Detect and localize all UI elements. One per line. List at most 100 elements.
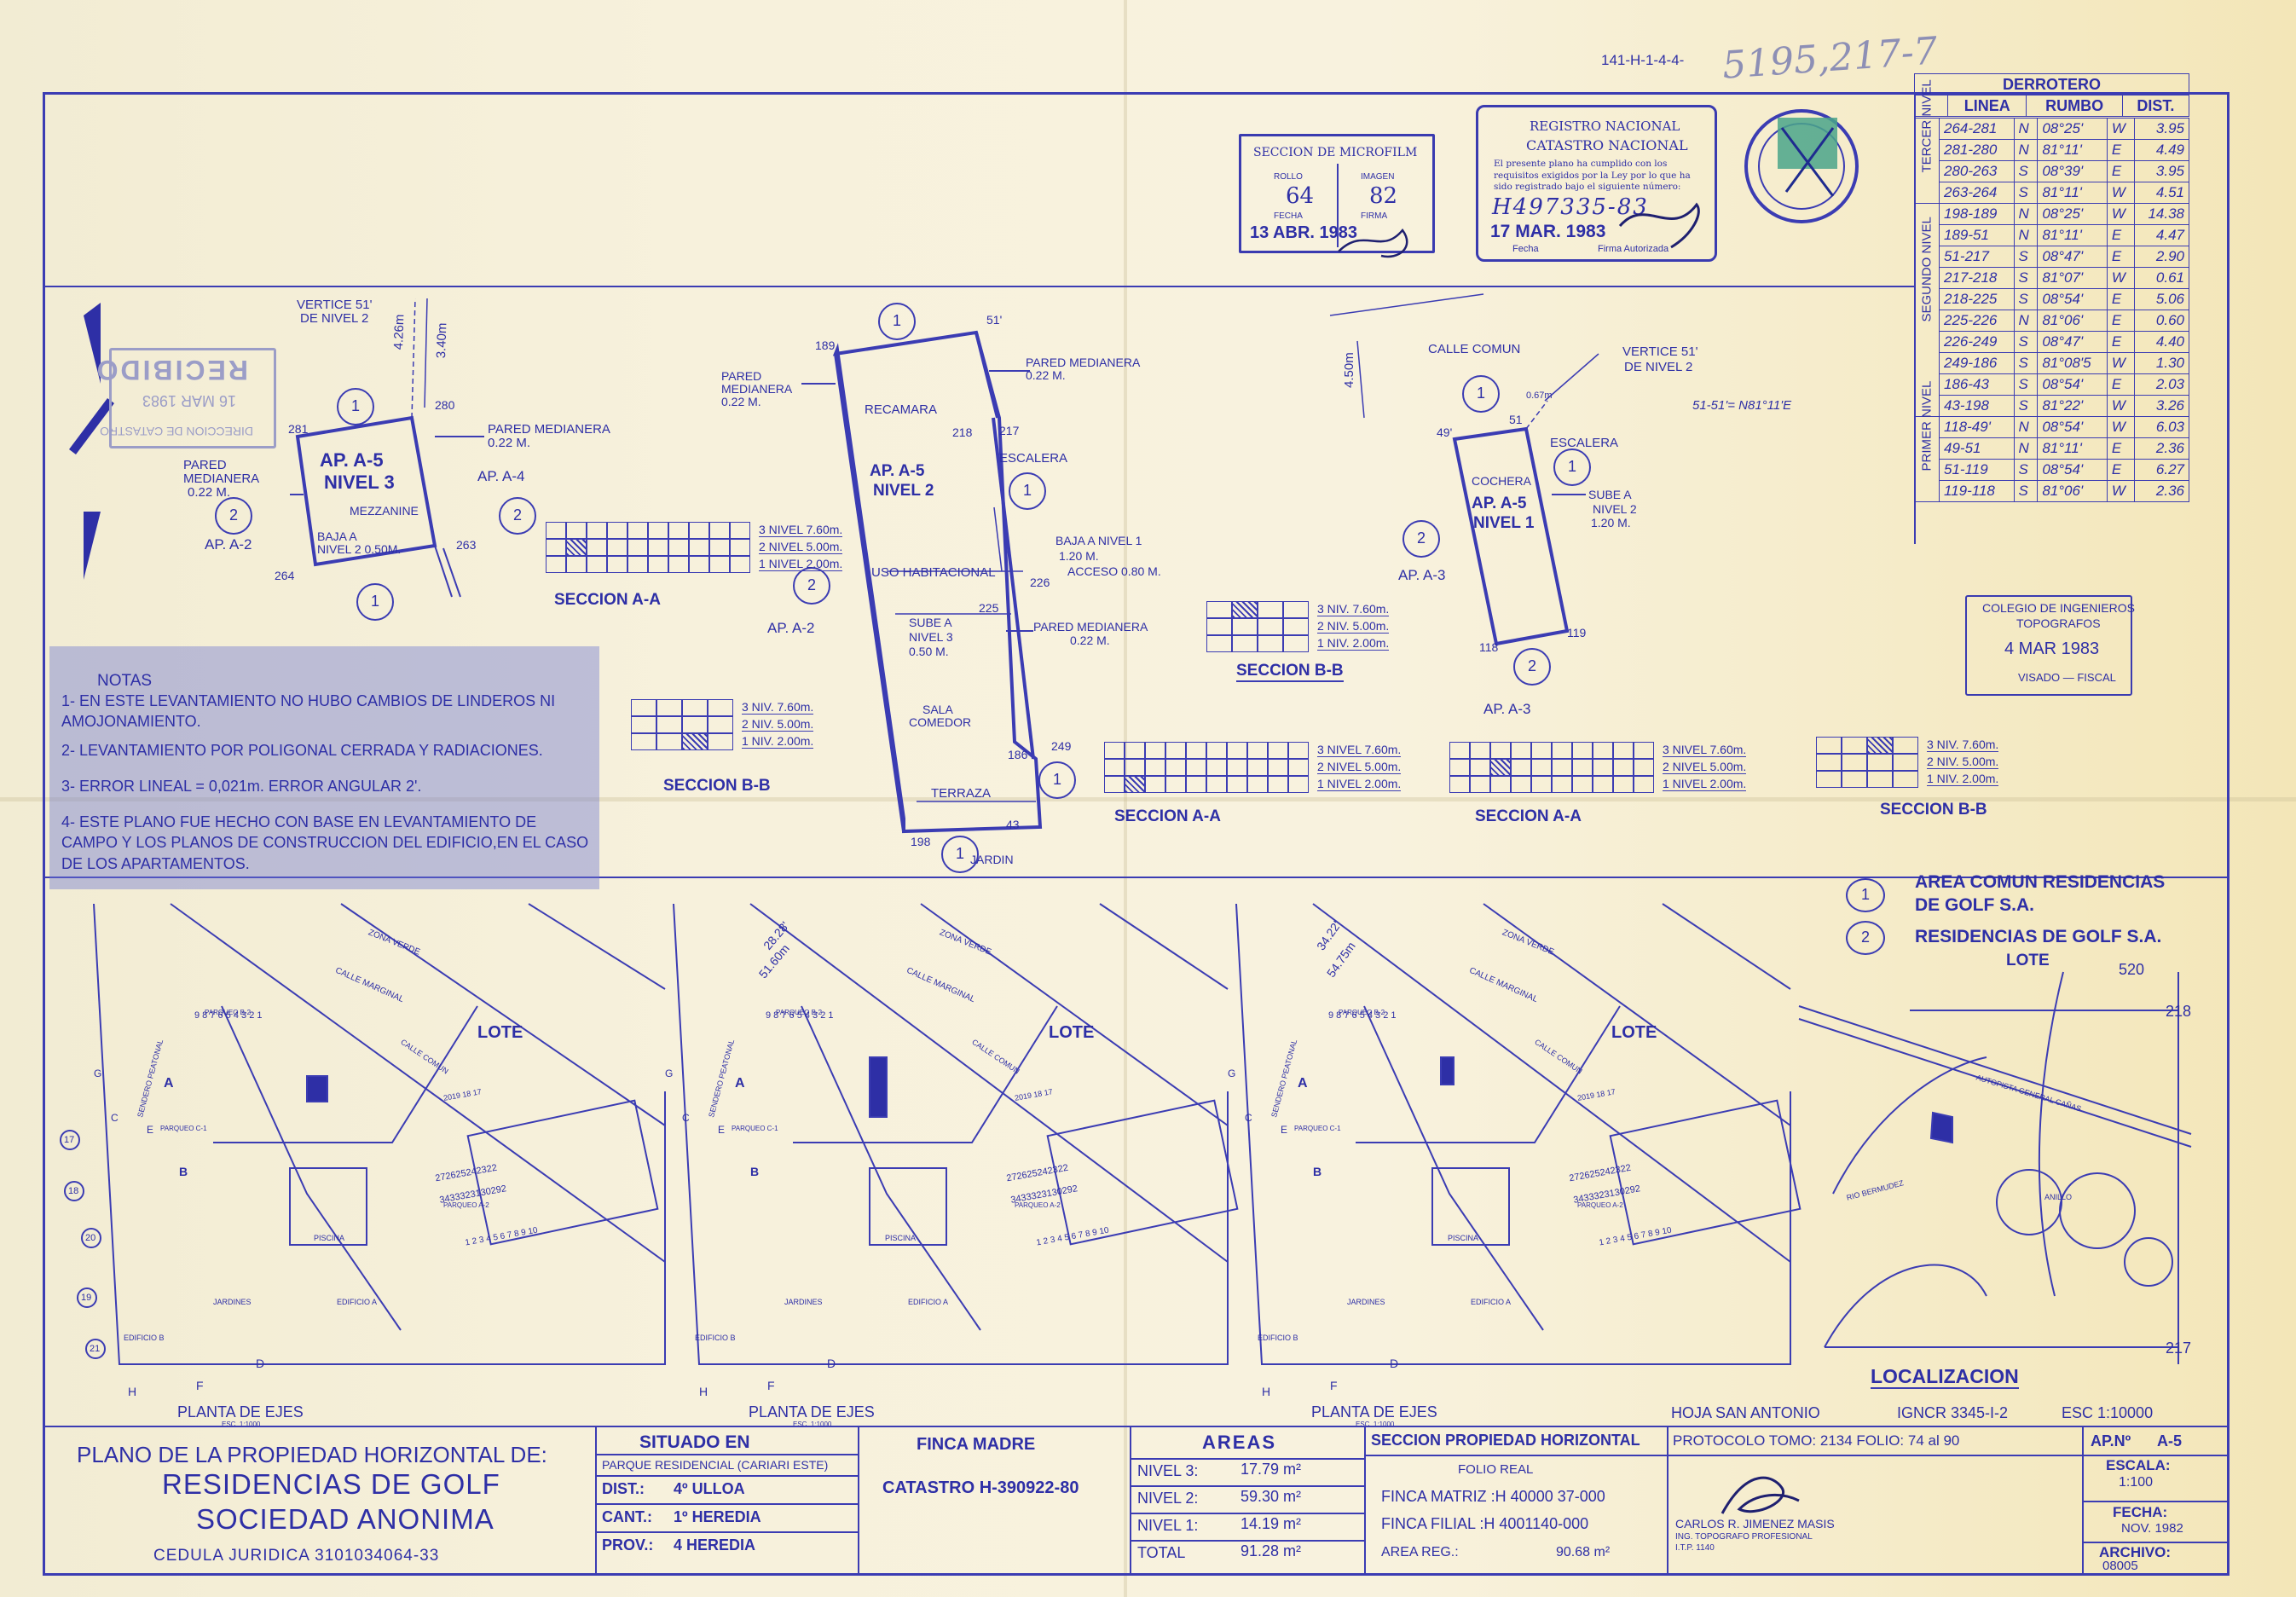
section-cell [1593,759,1613,776]
section-level-label: 2 NIVEL 5.00m. [1317,760,1402,775]
site-label-axis-h: H [128,1385,137,1398]
section-cell [1232,635,1258,652]
tb-div-1 [595,1426,597,1576]
tb-matriz: FINCA MATRIZ :H 40000 37-000 [1381,1488,1605,1505]
site-label-parqueo-b: PARQUEO B-2 [205,1009,252,1016]
lower-separator [43,877,2229,878]
derrotero-cell: 218-225 [1939,288,2015,310]
note-3: 3- ERROR LINEAL = 0,021m. ERROR ANGULAR … [61,778,422,795]
derrotero-cell: S [2013,160,2039,182]
section-cell [1268,759,1288,776]
l1-vertice: VERTICE 51' [1622,344,1698,359]
derrotero-cell: 1.30 [2134,352,2189,374]
derrotero-group-label: TERCER NIVEL [1914,79,1940,204]
l3-circle-1b-label: 1 [371,593,380,610]
site-label-parqueo-b: PARQUEO B-2 [776,1009,823,1016]
derrotero-cell: W [2106,480,2136,502]
l3-circle-1b: 1 [356,583,394,621]
tb-folio: FOLIO REAL [1458,1462,1534,1477]
site-label-numbers-row: 9 8 7 6 5 4 3 2 1 [194,1010,263,1021]
section-cell [1125,776,1145,793]
l3-pared-right: PARED MEDIANERA [488,422,610,437]
derrotero-cell: S [2013,480,2039,502]
tb-parque: PARQUE RESIDENCIAL (CARIARI ESTE) [602,1458,829,1472]
derrotero-cell: 225-226 [1939,310,2015,332]
tb-nivel2-label: NIVEL 2: [1137,1490,1199,1507]
legend-circle-1: 1 [1846,878,1885,912]
site-label-axis-f: F [196,1379,204,1392]
tb-fecha: NOV. 1982 [2121,1521,2183,1536]
derrotero-group-label: SEGUNDO NIVEL [1914,203,1940,417]
tb-filial: FINCA FILIAL :H 4001140-000 [1381,1515,1589,1532]
section-cell [1842,771,1867,788]
signature-microfilm [1338,228,1408,258]
l1-circle-2-label: 2 [1417,529,1426,547]
north-arrow-tail [84,512,101,580]
derrotero-cell: E [2106,437,2136,460]
site-label-axis-c: C [111,1112,119,1124]
derrotero-cell: 119-118 [1939,480,2015,502]
section-cell [1258,601,1283,618]
site-label-edificio-b: EDIFICIO B [695,1334,736,1342]
derrotero-cell: 08°39' [2037,160,2108,182]
site-label-axis-h: H [1262,1385,1271,1398]
section-cell [1206,635,1232,652]
l2-point-218: 218 [952,425,973,439]
derrotero-cell: 198-189 [1939,203,2015,225]
site-label-axis-g: G [1228,1068,1236,1079]
l3-circle-2b-label: 2 [513,506,523,524]
tb-h5 [1130,1458,1364,1460]
derrotero-cell: 6.03 [2134,416,2189,438]
section-cell [1490,776,1511,793]
derrotero-cell: 51-217 [1939,246,2015,268]
site-label-edificio-a: EDIFICIO A [908,1298,949,1306]
microfilm-date: 13 ABR. 1983 [1250,223,1357,242]
rollo-value: 64 [1286,183,1315,209]
tb-protocolo: PROTOCOLO TOMO: 2134 FOLIO: 74 al 90 [1673,1432,1960,1449]
north-arrow-bar [69,398,114,454]
section-cell [709,556,730,573]
derrotero-cell: W [2106,352,2136,374]
rollo-label: ROLLO [1274,172,1303,182]
derrotero-cell: W [2106,267,2136,289]
section-cell [689,556,709,573]
section-cell [1511,742,1531,759]
l1-cochera: COCHERA [1472,474,1532,488]
section-cell [709,539,730,556]
section-cell [1470,759,1490,776]
tb-escala-label: ESCALA: [2106,1457,2171,1473]
tb-div-4 [1364,1426,1366,1576]
tb-name1: RESIDENCIAS DE GOLF [162,1468,500,1500]
recibido-line1: DIRECCION DE CATASTRO [100,425,253,438]
tb-cedula: CEDULA JURIDICA 3101034064-33 [153,1547,440,1565]
l2-point-225: 225 [979,601,999,615]
derrotero-cell: W [2106,118,2136,140]
section-cell [587,539,607,556]
section-cell [682,716,708,733]
catastro-firma-label: Firma Autorizada [1598,244,1669,254]
derrotero-cell: 186-43 [1939,373,2015,396]
section-cell [1232,618,1258,635]
derrotero-cell: 08°54' [2037,459,2108,481]
derrotero-cell: 81°06' [2037,310,2108,332]
site-label-axis-c: C [1245,1112,1252,1124]
axis-number-marker: 19 [77,1287,97,1308]
paper-fold-horizontal [0,797,2296,801]
ingenieros-stamp: COLEGIO DE INGENIEROS TOPOGRAFOS 4 MAR 1… [1965,595,2135,696]
drawing-frame [43,92,2229,1576]
l1-escalera: ESCALERA [1550,436,1619,450]
l1-nivel: NIVEL 1 [1473,514,1535,532]
tb-h11 [2082,1455,2229,1456]
section-cell [1258,635,1283,652]
section-cell [1816,754,1842,771]
derrotero-cell: 81°11' [2037,139,2108,161]
derrotero-cell: 08°54' [2037,288,2108,310]
derrotero-cell: E [2106,288,2136,310]
recibido-stamp: DIRECCION DE CATASTRO 16 MAR 1983 RECIBI… [95,348,276,448]
axis-number: 18 [68,1186,79,1196]
